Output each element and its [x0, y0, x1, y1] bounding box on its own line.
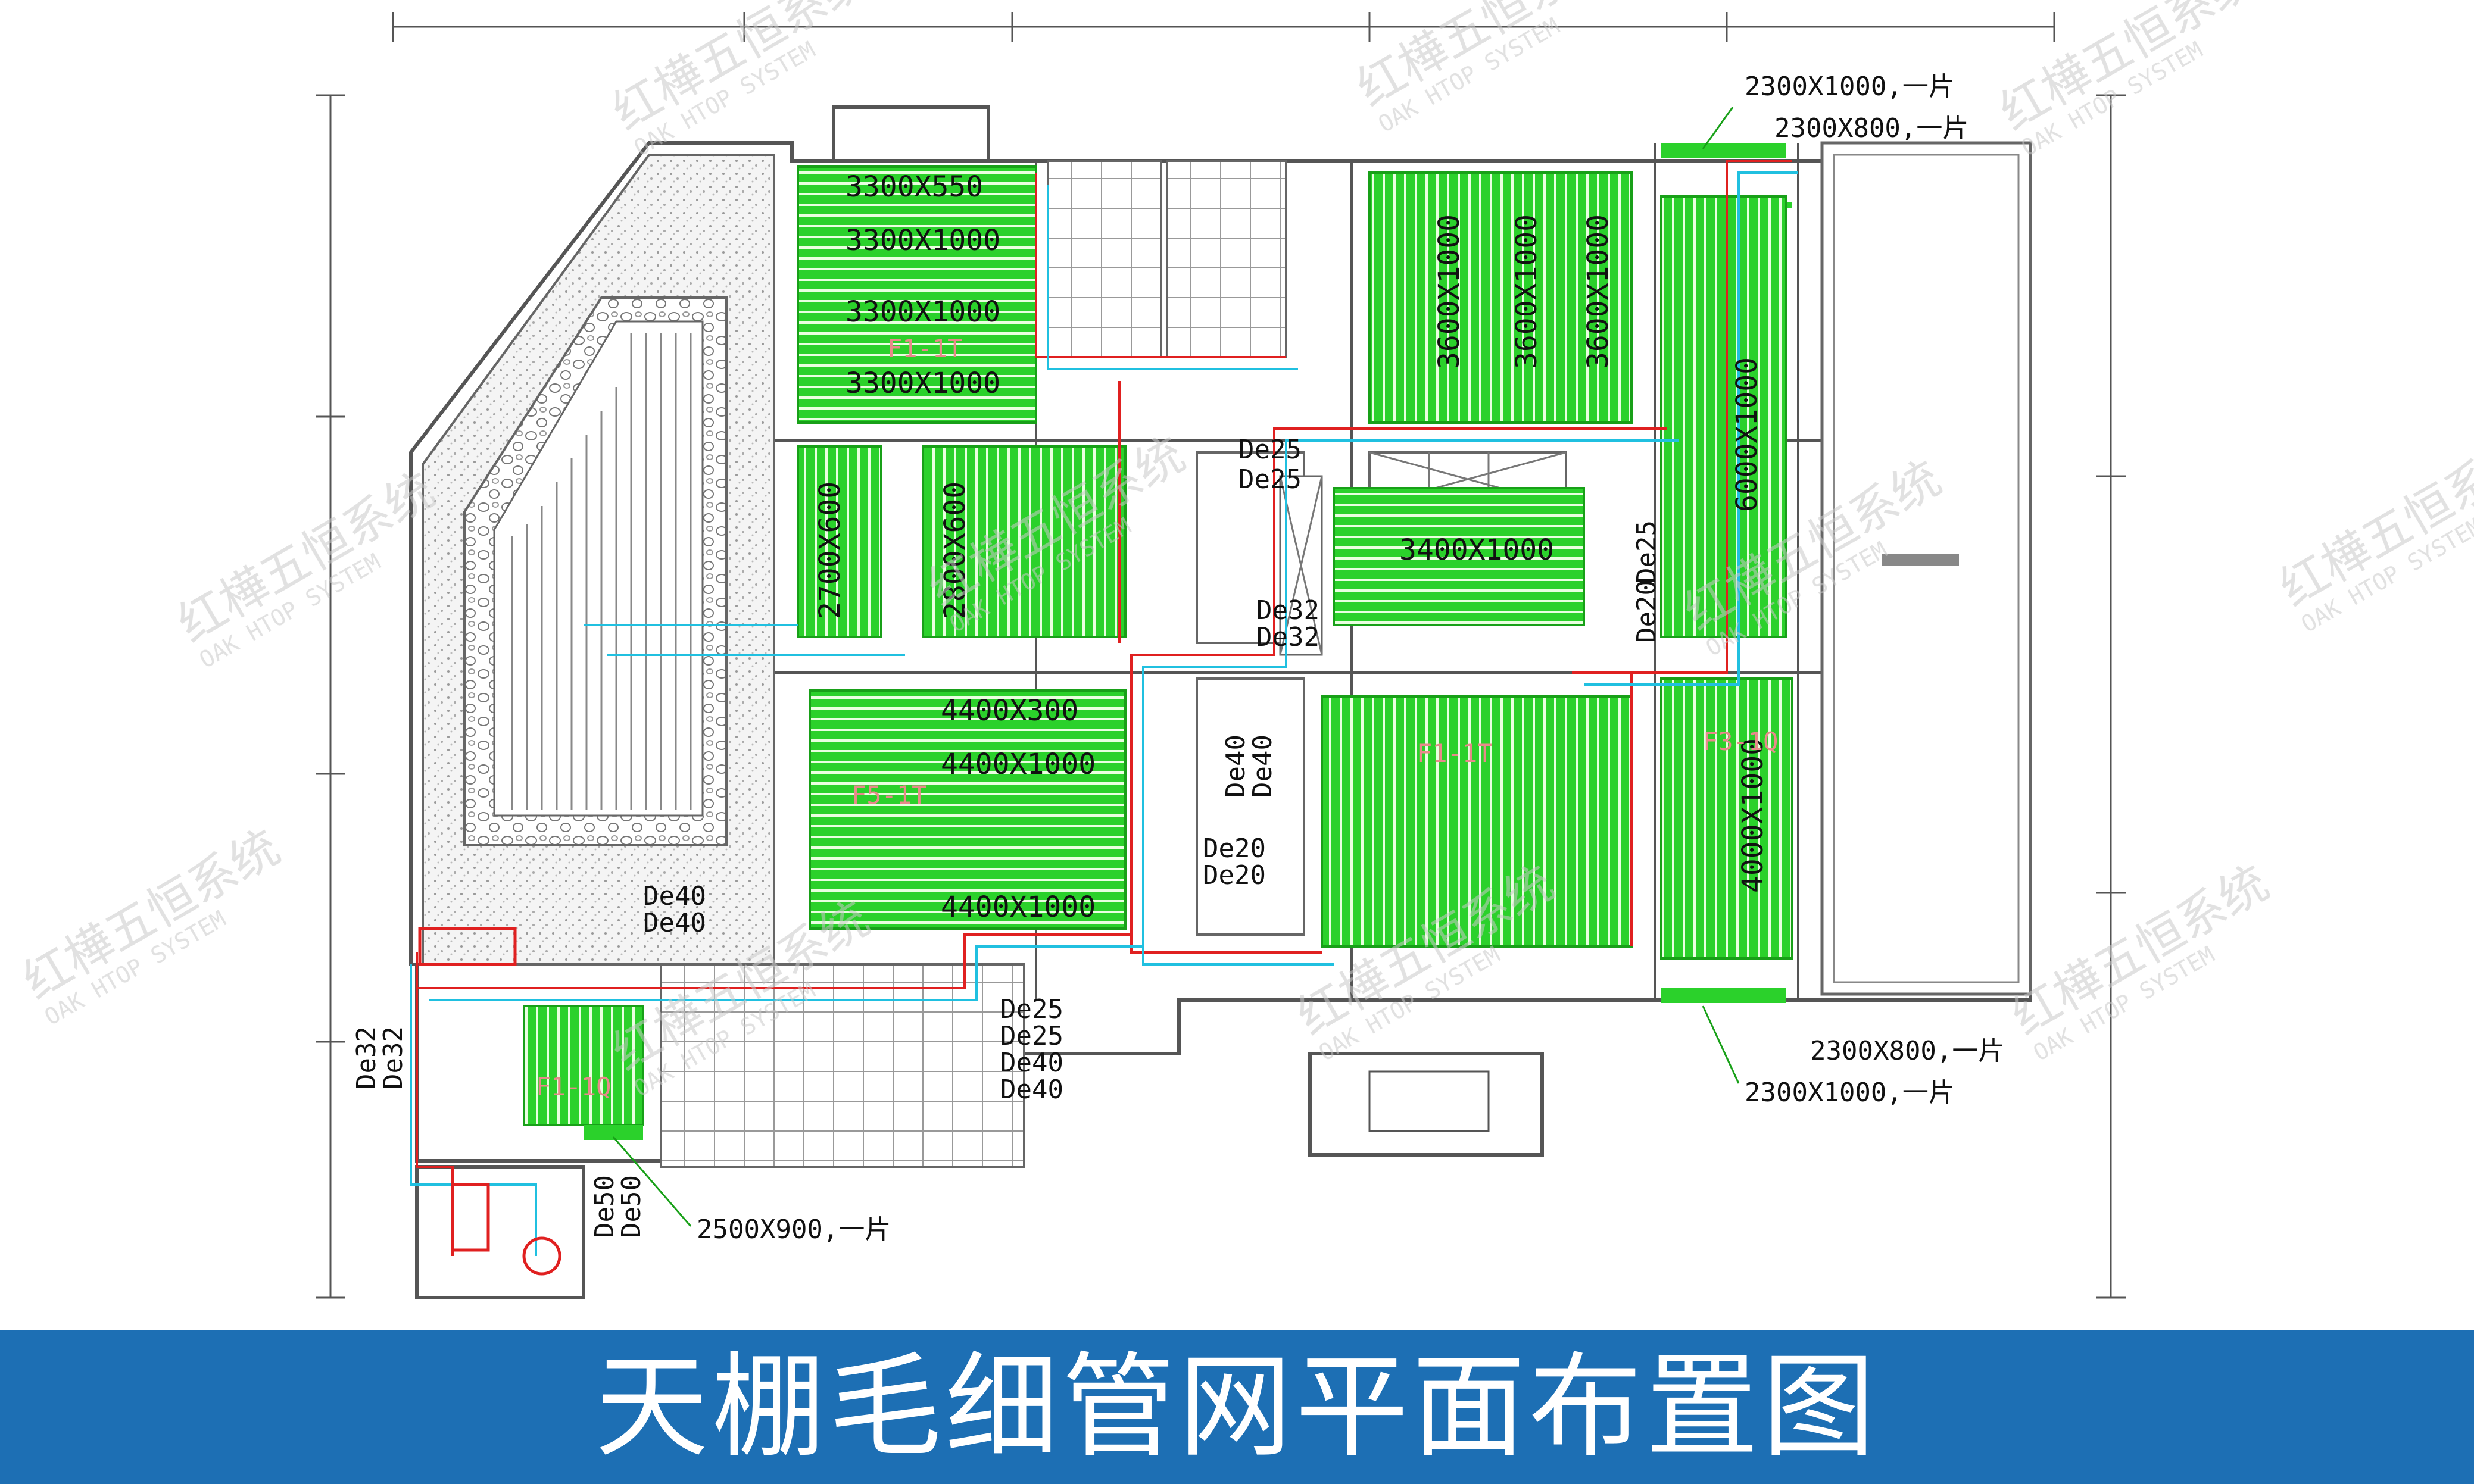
panel-label-15: 4000X1000 [1736, 738, 1770, 893]
panel-label-5: 3600X1000 [1433, 214, 1466, 369]
panel-label-1: 3300X550 [846, 170, 983, 204]
callout-label-2: 2300X800,一片 [1774, 113, 1968, 143]
zone-labels: F1-1T F5-1T F1-1T F3-1Q F1-1Q [536, 334, 1778, 1101]
tiled-areas [660, 141, 2032, 1168]
pipe-labels: De25 De25 De32 De32 De40 De40 De20 De20 … [351, 435, 1662, 1238]
zone-label-4: F3-1Q [1703, 727, 1778, 756]
pipe-label-g: De20 [1203, 833, 1266, 864]
watermark-cn-3: 红樺五恒系统 [1991, 0, 2266, 140]
return-pipes [410, 171, 1798, 1256]
watermark-cn-1: 红樺五恒系统 [603, 0, 878, 140]
pipe-label-d: De32 [1256, 622, 1319, 652]
panel-label-13: 2700X600 [813, 482, 847, 619]
pipe-label-r: De40 [1000, 1074, 1063, 1105]
floor-plan-drawing: 3300X550 3300X1000 3300X1000 3300X1000 3… [14, 0, 2474, 1299]
callout-labels: 2300X1000,一片 2300X800,一片 2300X800,一片 230… [612, 71, 2004, 1245]
watermark-cn-4: 红樺五恒系统 [169, 462, 444, 653]
watermark-cn-11: 红樺五恒系统 [2002, 855, 2278, 1046]
panel-label-12: 4400X1000 [941, 891, 1096, 924]
pipe-label-a: De25 [1238, 435, 1302, 465]
pipe-label-e: De40 [1221, 735, 1251, 798]
panel-label-4: 3300X1000 [846, 367, 1000, 400]
pipe-label-i: De40 [643, 881, 706, 911]
pipe-label-l: De32 [378, 1026, 408, 1089]
zone-label-2: F5-1T [851, 780, 926, 810]
zone-label-1: F1-1T [887, 334, 962, 363]
panel-label-11: 4400X1000 [941, 748, 1096, 781]
panel-label-9: 6000X1000 [1730, 357, 1764, 512]
caption-title: 天棚毛细管网平面布置图 [595, 1341, 1879, 1473]
panel-labels: 3300X550 3300X1000 3300X1000 3300X1000 3… [813, 170, 1770, 924]
garden-courtyard [422, 154, 775, 966]
callout-label-3: 2300X800,一片 [1810, 1036, 2004, 1066]
manifolds [418, 927, 561, 1276]
pipe-label-s: De20 [1631, 580, 1662, 643]
callout-label-1: 2300X1000,一片 [1745, 71, 1955, 102]
panel-label-7: 3600X1000 [1581, 214, 1615, 369]
panel-label-8: 3400X1000 [1399, 533, 1554, 567]
zone-label-3: F1-1T [1417, 739, 1492, 768]
callout-label-4: 2300X1000,一片 [1745, 1077, 1955, 1108]
pipe-label-q: De40 [1000, 1048, 1063, 1078]
panel-label-3: 3300X1000 [846, 295, 1000, 329]
panel-label-6: 3600X1000 [1510, 214, 1543, 369]
callout-label-5: 2500X900,一片 [697, 1214, 891, 1245]
panel-label-14: 2800X600 [938, 482, 972, 619]
pipe-label-j: De40 [643, 908, 706, 938]
pipe-label-f: De40 [1247, 735, 1278, 798]
pipe-label-m: De50 [589, 1175, 620, 1238]
caption-bar: 天棚毛细管网平面布置图 [0, 1330, 2474, 1484]
pipe-label-n: De50 [616, 1175, 647, 1238]
pipe-label-c: De32 [1256, 595, 1319, 626]
pipe-label-k: De32 [351, 1026, 382, 1089]
zone-label-5: F1-1Q [536, 1072, 611, 1101]
dimension-lines [316, 12, 2126, 1299]
panel-label-2: 3300X1000 [846, 224, 1000, 257]
capillary-panels [523, 143, 1793, 1140]
panel-label-10: 4400X300 [941, 694, 1078, 727]
pipe-label-o: De25 [1000, 994, 1063, 1024]
watermark-cn-8: 红樺五恒系统 [14, 819, 289, 1010]
pipe-label-t: De25 [1631, 520, 1662, 583]
pipe-label-h: De20 [1203, 860, 1266, 891]
pipe-label-b: De25 [1238, 464, 1302, 495]
pipe-label-p: De25 [1000, 1021, 1063, 1051]
